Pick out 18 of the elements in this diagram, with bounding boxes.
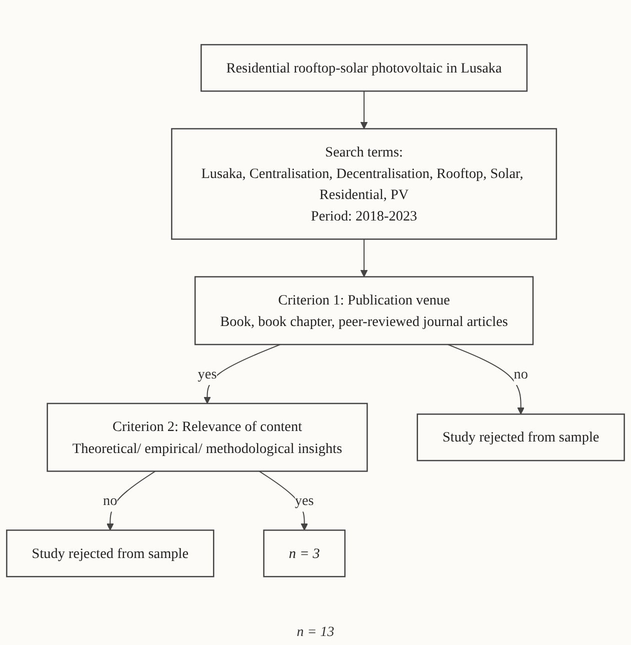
- arrow: [106, 470, 156, 530]
- node-box: Study rejected from sample: [6, 529, 214, 578]
- node-box: Criterion 2: Relevance of content Theoretical/ empirical/ methodological insights: [46, 402, 368, 472]
- edge-label: yes: [294, 492, 314, 508]
- edge-label: no: [103, 492, 118, 508]
- arrow: [448, 344, 525, 414]
- edge-label: yes: [198, 366, 217, 382]
- node-box: n = 3: [263, 529, 346, 578]
- node-box: Study rejected from sample: [416, 413, 625, 462]
- arrow: [204, 344, 280, 404]
- arrow: [258, 470, 308, 530]
- count-note: n = 13: [296, 625, 334, 640]
- arrow: [360, 238, 368, 277]
- node-box: Search terms: Lusaka, Centralisation, Decentralisation, Rooftop, Solar, Residential, PV Period: 2018-2023: [171, 128, 558, 240]
- edge-label: no: [514, 366, 528, 382]
- node-box: Residential rooftop-solar photovoltaic in Lusaka: [200, 44, 528, 92]
- node-box: Criterion 1: Publication venue Book, book chapter, peer-reviewed journal articles: [194, 276, 534, 345]
- arrow: [360, 90, 368, 129]
